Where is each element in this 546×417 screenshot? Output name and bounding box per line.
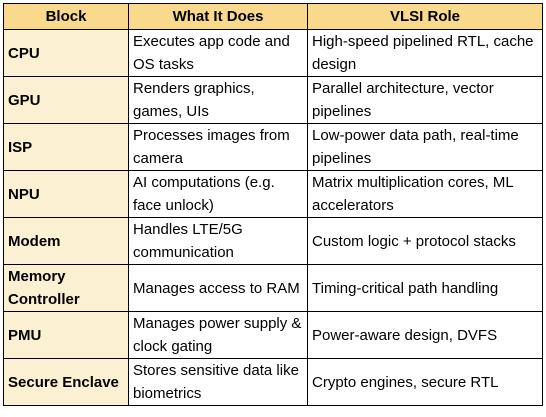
table-row: Secure Enclave Stores sensitive data lik…	[3, 358, 543, 406]
what-it-does-cell: Manages access to RAM	[128, 264, 308, 312]
vlsi-role-cell: Timing-critical path handling	[307, 264, 543, 312]
table-row: ISP Processes images from camera Low-pow…	[3, 123, 543, 171]
block-cell: CPU	[3, 29, 129, 77]
table-row: GPU Renders graphics, games, UIs Paralle…	[3, 76, 543, 124]
vlsi-role-cell: Custom logic + protocol stacks	[307, 217, 543, 265]
table-row: PMU Manages power supply & clock gating …	[3, 311, 543, 359]
what-it-does-cell: Handles LTE/5G communication	[128, 217, 308, 265]
header-block: Block	[3, 3, 129, 30]
block-cell: Modem	[3, 217, 129, 265]
block-cell: PMU	[3, 311, 129, 359]
what-it-does-cell: Processes images from camera	[128, 123, 308, 171]
vlsi-role-cell: Low-power data path, real-time pipelines	[307, 123, 543, 171]
table-row: NPU AI computations (e.g. face unlock) M…	[3, 170, 543, 218]
table-row: CPU Executes app code and OS tasks High-…	[3, 29, 543, 77]
vlsi-role-cell: High-speed pipelined RTL, cache design	[307, 29, 543, 77]
block-cell: ISP	[3, 123, 129, 171]
table-row: Memory Controller Manages access to RAM …	[3, 264, 543, 312]
what-it-does-cell: AI computations (e.g. face unlock)	[128, 170, 308, 218]
table-header-row: Block What It Does VLSI Role	[3, 3, 543, 30]
what-it-does-cell: Renders graphics, games, UIs	[128, 76, 308, 124]
vlsi-blocks-table-container: Block What It Does VLSI Role CPU Execute…	[3, 3, 543, 406]
header-vlsi-role: VLSI Role	[307, 3, 543, 30]
block-cell: NPU	[3, 170, 129, 218]
vlsi-role-cell: Matrix multiplication cores, ML accelera…	[307, 170, 543, 218]
vlsi-role-cell: Crypto engines, secure RTL	[307, 358, 543, 406]
vlsi-role-cell: Parallel architecture, vector pipelines	[307, 76, 543, 124]
vlsi-blocks-table: Block What It Does VLSI Role CPU Execute…	[3, 3, 543, 406]
block-cell: GPU	[3, 76, 129, 124]
vlsi-role-cell: Power-aware design, DVFS	[307, 311, 543, 359]
block-cell: Memory Controller	[3, 264, 129, 312]
header-what-it-does: What It Does	[128, 3, 308, 30]
what-it-does-cell: Stores sensitive data like biometrics	[128, 358, 308, 406]
table-row: Modem Handles LTE/5G communication Custo…	[3, 217, 543, 265]
block-cell: Secure Enclave	[3, 358, 129, 406]
what-it-does-cell: Manages power supply & clock gating	[128, 311, 308, 359]
what-it-does-cell: Executes app code and OS tasks	[128, 29, 308, 77]
